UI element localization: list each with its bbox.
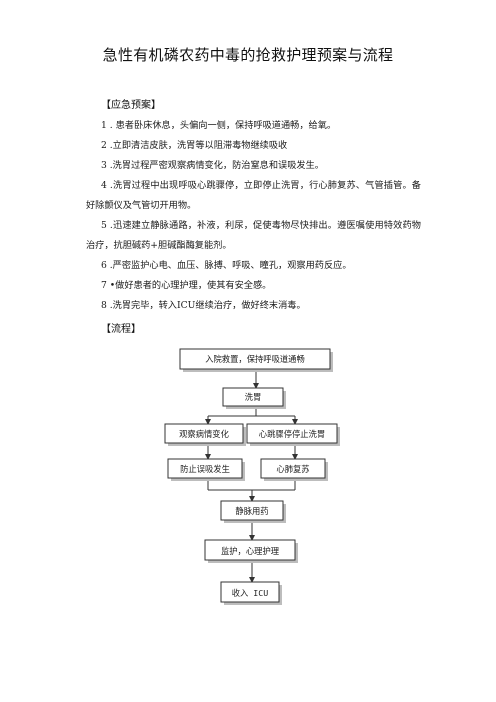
plan-item-5: 5 .迅速建立静脉通路，补液，利尿，促使毒物尽快排出。遵医嘱使用特效药物治疗，抗…: [86, 220, 421, 251]
flow-node-iv-medication: 静脉用药: [220, 500, 286, 523]
plan-item-4: 4 .洗胃过程中出现呼吸心跳骤停，立即停止洗胃，行心肺复苏、气管插管。备好除颤仪…: [86, 180, 421, 211]
plan-item-1: 1 . 患者卧床休息，头偏向一侧，保持呼吸道通畅，给氧。: [101, 120, 337, 131]
plan-item-2: 2 .立即清洁皮肤，洗胃等以阻滞毒物继续吸收: [101, 140, 288, 151]
plan-item-3: 3 .洗胃过程严密观察病情变化，防治窒息和误吸发生。: [101, 160, 324, 171]
plan-item-6: 6 .严密监护心电、血压、脉搏、呼吸、瞳孔，观察用药反应。: [101, 260, 352, 271]
flow-node-cardiac-arrest: 心跳骤停停止洗胃: [246, 423, 340, 446]
flow-node-admission: 入院救置，保持呼吸道通畅: [179, 348, 333, 372]
flow-node-cpr-label: 心肺复苏: [276, 464, 309, 474]
plan-item-7: 7 •做好患者的心理护理，使其有安全感。: [101, 280, 272, 291]
document-title: 急性有机磷农药中毒的抢救护理预案与流程: [102, 46, 394, 64]
plan-item-8: 8 .洗胃完毕，转入ICU继续治疗，做好终末消毒。: [101, 300, 306, 311]
flow-node-admit-icu-label: 收入 ICU: [232, 588, 269, 598]
flow-node-monitoring: 监护，心理护理: [204, 539, 298, 563]
flow-node-monitoring-label: 监护，心理护理: [221, 546, 280, 556]
flow-node-admit-icu: 收入 ICU: [220, 581, 282, 605]
emergency-plan-heading: 【应急预案】: [101, 100, 161, 111]
flow-node-prevent-aspiration: 防止误吸发生: [167, 458, 245, 481]
flow-node-observe-condition-label: 观察病情变化: [179, 429, 229, 439]
emergency-plan-list: 1 . 患者卧床休息，头偏向一侧，保持呼吸道通畅，给氧。 2 .立即清洁皮肤，洗…: [86, 116, 421, 316]
flow-node-gastric-lavage: 洗胃: [222, 387, 286, 409]
flow-node-gastric-lavage-label: 洗胃: [245, 392, 262, 402]
flow-node-cardiac-arrest-label: 心跳骤停停止洗胃: [259, 429, 325, 439]
flow-node-prevent-aspiration-label: 防止误吸发生: [180, 464, 230, 474]
flow-node-admission-label: 入院救置，保持呼吸道通畅: [205, 354, 305, 364]
flow-connectors: [205, 370, 298, 583]
flow-node-iv-medication-label: 静脉用药: [235, 506, 268, 516]
process-heading: 【流程】: [101, 324, 141, 335]
flow-node-cpr: 心肺复苏: [260, 458, 328, 481]
flow-node-observe-condition: 观察病情变化: [164, 423, 246, 446]
